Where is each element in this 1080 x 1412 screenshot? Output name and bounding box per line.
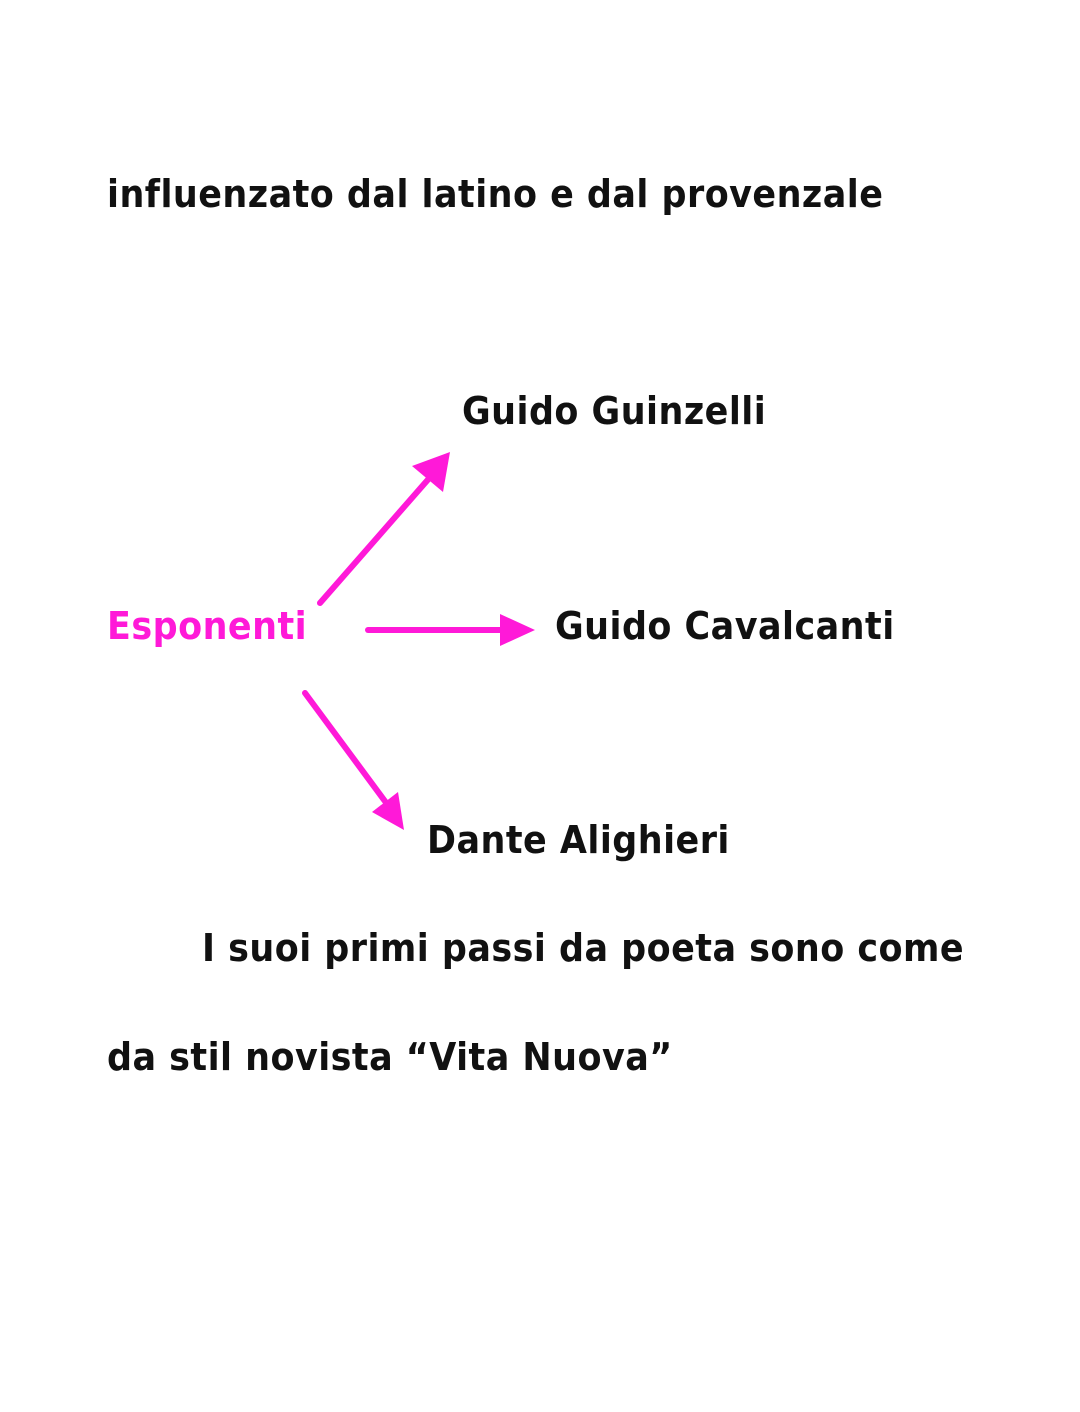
intro-text: influenzato dal latino e dal provenzale xyxy=(107,172,884,216)
arrow-to-cavalcanti-icon xyxy=(365,614,535,646)
note-text-line-1: I suoi primi passi da poeta sono come xyxy=(202,926,965,970)
branch-label-guinzelli: Guido Guinzelli xyxy=(462,389,767,433)
note-text-line-2: da stil novista “Vita Nuova” xyxy=(107,1035,673,1079)
diagram-root-label: Esponenti xyxy=(107,604,308,648)
arrow-to-guinzelli-icon xyxy=(317,452,450,606)
arrow-to-dante-icon xyxy=(302,690,404,830)
branch-label-dante: Dante Alighieri xyxy=(427,818,730,862)
branch-label-cavalcanti: Guido Cavalcanti xyxy=(555,604,895,648)
